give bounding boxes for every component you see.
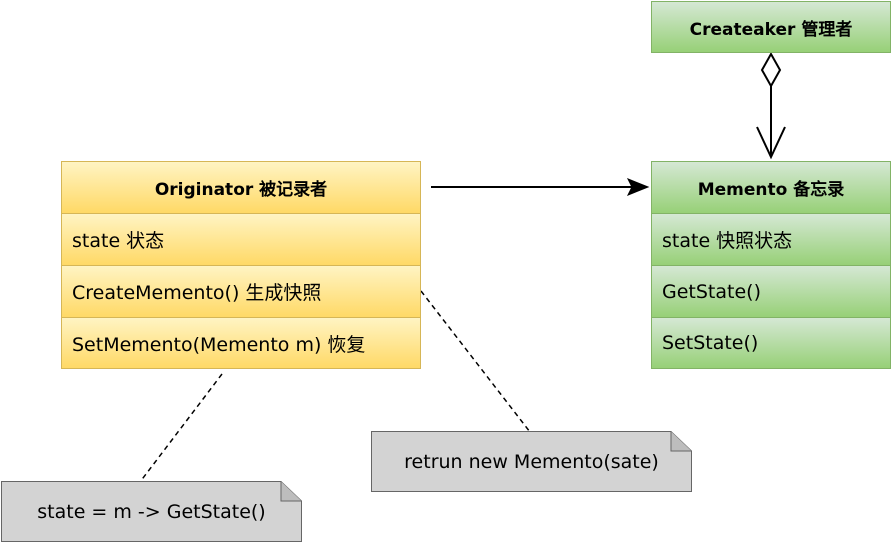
note-set-memento[interactable]: state = m -> GetState() xyxy=(1,481,302,542)
caretaker-title: Createaker 管理者 xyxy=(651,1,891,53)
originator-method-setmemento: SetMemento(Memento m) 恢复 xyxy=(61,317,421,369)
note-set-memento-text: state = m -> GetState() xyxy=(37,500,266,523)
originator-class[interactable]: Originator 被记录者 state 状态 CreateMemento()… xyxy=(61,161,421,369)
note-shape xyxy=(371,431,692,492)
originator-attr-state: state 状态 xyxy=(61,213,421,266)
aggregation-arrow xyxy=(756,51,786,160)
memento-title: Memento 备忘录 xyxy=(651,161,891,214)
memento-method-setstate: SetState() xyxy=(651,317,891,369)
caretaker-class[interactable]: Createaker 管理者 xyxy=(651,1,891,53)
note-create-memento[interactable]: retrun new Memento(sate) xyxy=(371,431,692,492)
note-shape xyxy=(1,481,302,542)
memento-attr-state: state 快照状态 xyxy=(651,213,891,266)
note-link-set xyxy=(139,373,223,483)
note-link-create xyxy=(420,290,531,433)
memento-method-getstate: GetState() xyxy=(651,265,891,318)
originator-method-creatememento: CreateMemento() 生成快照 xyxy=(61,265,421,318)
association-arrow xyxy=(431,178,650,196)
memento-class[interactable]: Memento 备忘录 state 快照状态 GetState() SetSta… xyxy=(651,161,891,369)
originator-title: Originator 被记录者 xyxy=(61,161,421,214)
note-create-memento-text: retrun new Memento(sate) xyxy=(404,450,659,473)
